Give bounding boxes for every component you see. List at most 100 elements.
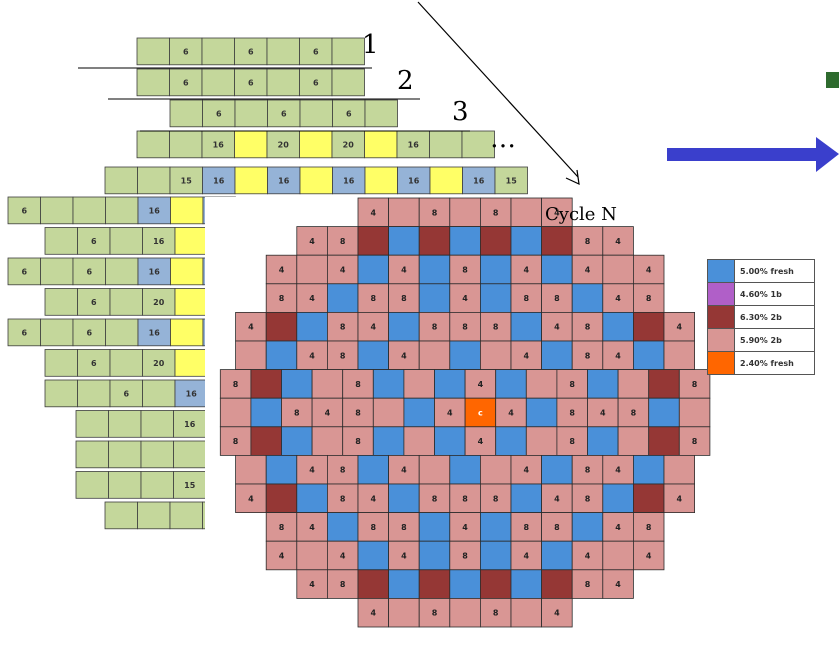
- core-cell: 4: [510, 254, 543, 285]
- core-cell: [449, 454, 481, 485]
- core-cell: 8: [633, 512, 665, 542]
- core-cell: 4: [357, 197, 390, 228]
- core-cell: [326, 512, 359, 542]
- back-cell: [173, 440, 207, 469]
- back-cell: [299, 99, 333, 128]
- core-cell: 4: [357, 598, 390, 628]
- back-cell: 16: [174, 379, 208, 408]
- core-cell: [357, 254, 390, 285]
- core-cell: [357, 226, 390, 256]
- core-cell-label: 8: [355, 380, 361, 389]
- core-cell: [648, 369, 680, 399]
- core-cell-label: 4: [371, 208, 377, 217]
- core-cell: [479, 540, 512, 571]
- core-cell-label: 4: [401, 552, 407, 561]
- back-cell: [105, 318, 139, 347]
- back-cell: [169, 130, 203, 159]
- core-cell: 4: [449, 283, 481, 313]
- core-cell: [479, 569, 512, 599]
- core-cell: [648, 397, 680, 428]
- core-cell-label: 4: [585, 552, 591, 561]
- core-cell-label: 4: [309, 466, 315, 475]
- back-cell: [44, 288, 78, 316]
- core-cell-label: 8: [646, 294, 652, 303]
- back-cell: [299, 166, 333, 195]
- core-cell: [388, 483, 420, 514]
- core-cell: [357, 340, 390, 371]
- core-cell: 8: [571, 340, 604, 371]
- back-cell: 6: [7, 318, 41, 347]
- core-cell: [403, 369, 435, 399]
- core-cell: 8: [326, 340, 359, 371]
- back-cell-label: 6: [86, 328, 92, 337]
- back-cell-label: 16: [213, 140, 225, 149]
- core-cell-label: 8: [340, 466, 346, 475]
- back-cell: [234, 99, 268, 128]
- legend-swatch: [708, 283, 735, 305]
- back-cell: [234, 130, 268, 159]
- core-cell-label: 8: [585, 351, 591, 360]
- core-cell: 4: [602, 226, 634, 256]
- core-cell: 8: [571, 483, 604, 514]
- back-cell: 6: [77, 288, 111, 316]
- core-cell: 4: [449, 512, 481, 542]
- core-cell: [510, 598, 543, 628]
- core-cell: [418, 283, 451, 313]
- core-cell: 4: [571, 254, 604, 285]
- core-cell: 4: [296, 226, 328, 256]
- core-cell: [525, 369, 558, 399]
- core-cell: [388, 197, 420, 228]
- core-cell-label: 8: [646, 523, 652, 532]
- core-cell: 8: [265, 512, 298, 542]
- core-cell: 4: [296, 340, 328, 371]
- back-cell: [136, 68, 170, 97]
- core-cell: [418, 454, 451, 485]
- core-cell: [633, 483, 665, 514]
- core-cell: 8: [326, 311, 359, 342]
- core-cell: [296, 254, 328, 285]
- core-cell: 4: [464, 426, 497, 456]
- core-cell: 8: [556, 369, 588, 399]
- core-cell: 4: [357, 483, 390, 514]
- back-cell-label: 6: [281, 109, 287, 118]
- back-cell-label: 15: [506, 176, 518, 185]
- core-cell-label: 4: [615, 580, 621, 589]
- core-cell-label: 8: [432, 323, 438, 332]
- core-cell: 4: [434, 397, 466, 428]
- back-cell: [109, 288, 143, 316]
- back-cell: [137, 166, 171, 195]
- back-cell-label: 6: [183, 47, 189, 56]
- back-cell: [105, 257, 139, 286]
- core-cell-label: 4: [615, 294, 621, 303]
- back-cell: [75, 410, 109, 438]
- core-cell: [541, 540, 573, 571]
- back-cell: 16: [142, 227, 176, 255]
- back-cell-label: 16: [153, 237, 165, 246]
- core-cell: [449, 598, 481, 628]
- core-cell-label: 4: [371, 323, 377, 332]
- back-cell-label: 6: [91, 298, 97, 307]
- core-cell-label: 8: [432, 609, 438, 618]
- core-cell-label: 4: [309, 351, 315, 360]
- core-cell: 8: [678, 426, 711, 456]
- core-cell: [571, 283, 604, 313]
- back-cell: [140, 471, 174, 499]
- core-cell-label: 8: [569, 437, 575, 446]
- back-cell: 16: [202, 166, 236, 195]
- core-cell: [525, 426, 558, 456]
- core-cell-label: 4: [309, 294, 315, 303]
- back-cell: 6: [77, 227, 111, 255]
- core-cell: 8: [479, 483, 512, 514]
- core-cell: [418, 540, 451, 571]
- core-cell-label: 4: [371, 494, 377, 503]
- back-cell-label: 16: [473, 176, 485, 185]
- core-cell-label: 8: [692, 380, 698, 389]
- core-cell: 4: [388, 540, 420, 571]
- core-cell-label: 8: [524, 294, 530, 303]
- core-cell-label: 4: [340, 552, 346, 561]
- back-cell-label: 16: [278, 176, 290, 185]
- core-cell-label: 8: [233, 380, 239, 389]
- core-cell-label: 4: [401, 351, 407, 360]
- core-cell-label: 4: [309, 580, 315, 589]
